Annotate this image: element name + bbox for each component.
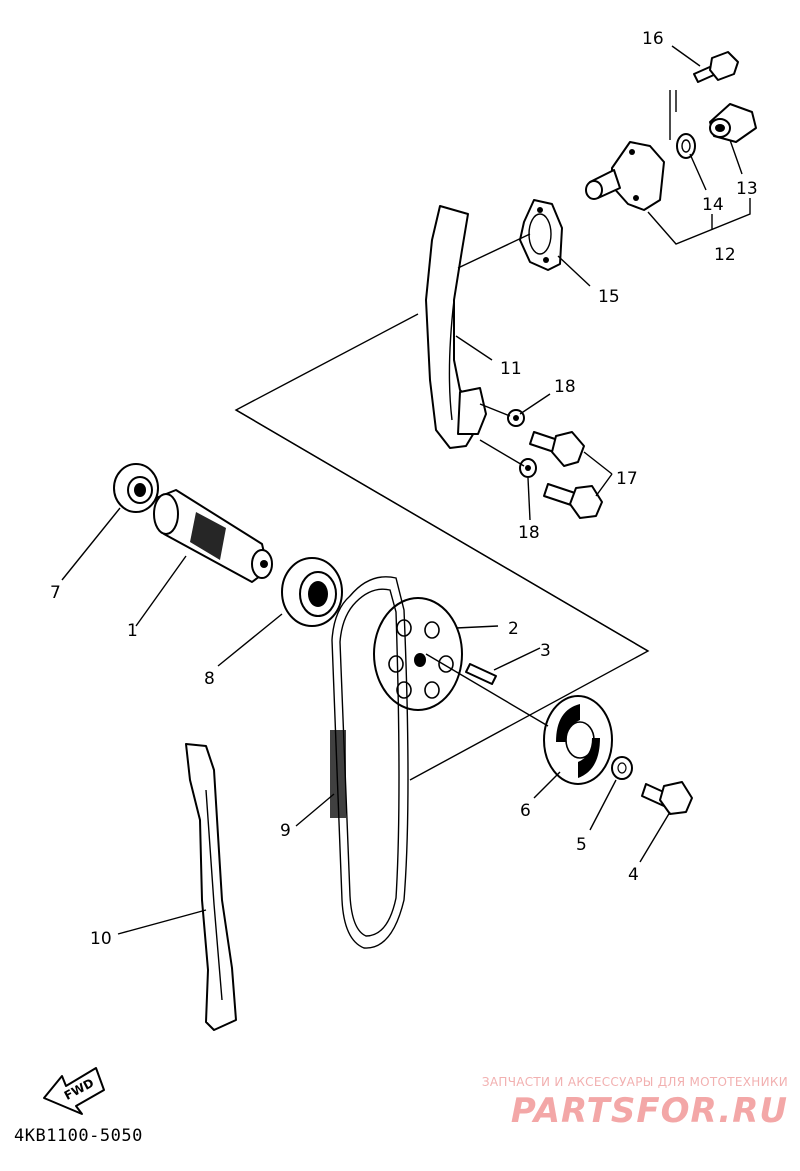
callout-11: 11 xyxy=(500,359,522,379)
watermark: ЗАПЧАСТИ И АКСЕССУАРЫ ДЛЯ МОТОТЕХНИКИ PA… xyxy=(482,1075,788,1131)
cam-sprocket-part-2 xyxy=(373,597,463,711)
callout-14: 14 xyxy=(702,195,724,215)
callout-6: 6 xyxy=(520,801,531,821)
tensioner-bolt-part-16 xyxy=(675,51,739,112)
callout-13: 13 xyxy=(736,179,758,199)
watermark-brand: PARTSFOR.RU xyxy=(510,1091,788,1131)
callout-5: 5 xyxy=(576,835,587,855)
plate-part-6 xyxy=(543,695,613,785)
callout-12: 12 xyxy=(714,245,736,265)
callout-9: 9 xyxy=(280,821,291,841)
tensioner-gasket-part-15 xyxy=(519,199,563,271)
callout-18-upper: 18 xyxy=(554,377,576,397)
callout-7: 7 xyxy=(50,583,61,603)
callout-15: 15 xyxy=(598,287,620,307)
callout-3: 3 xyxy=(540,641,551,661)
callout-10: 10 xyxy=(90,929,112,949)
bolt-part-17-lower xyxy=(543,483,603,519)
washer-part-5 xyxy=(611,756,633,780)
watermark-tagline: ЗАПЧАСТИ И АКСЕССУАРЫ ДЛЯ МОТОТЕХНИКИ xyxy=(481,1075,788,1089)
cap-bolt-part-13 xyxy=(709,103,757,143)
callout-8: 8 xyxy=(204,669,215,689)
camshaft-part-1 xyxy=(153,489,273,583)
leader-lines xyxy=(61,45,751,935)
callout-labels: 1 2 3 4 5 6 7 8 9 10 11 12 13 14 15 16 1… xyxy=(50,29,758,949)
gasket-part-14 xyxy=(676,133,696,159)
tensioner-assembly-part-12 xyxy=(585,90,671,211)
bearing-part-8 xyxy=(281,557,343,627)
chain-guide-tensioner-part-11 xyxy=(425,205,487,449)
cam-chain-part-9 xyxy=(330,576,409,949)
callout-4: 4 xyxy=(628,865,639,885)
chain-guide-intake-part-10 xyxy=(185,743,237,1031)
bolt-part-4 xyxy=(641,781,693,815)
callout-2: 2 xyxy=(508,619,519,639)
callout-16: 16 xyxy=(642,29,664,49)
callout-1: 1 xyxy=(127,621,138,641)
callout-18-lower: 18 xyxy=(518,523,540,543)
bolt-part-17-upper xyxy=(529,431,585,467)
fwd-arrow-icon: FWD xyxy=(43,1067,105,1115)
callout-17: 17 xyxy=(616,469,638,489)
dowel-pin-part-3 xyxy=(465,663,497,685)
bearing-part-7 xyxy=(113,463,159,513)
washer-part-18-lower xyxy=(519,458,537,478)
diagram-code: 4KB1100-5050 xyxy=(14,1126,143,1146)
